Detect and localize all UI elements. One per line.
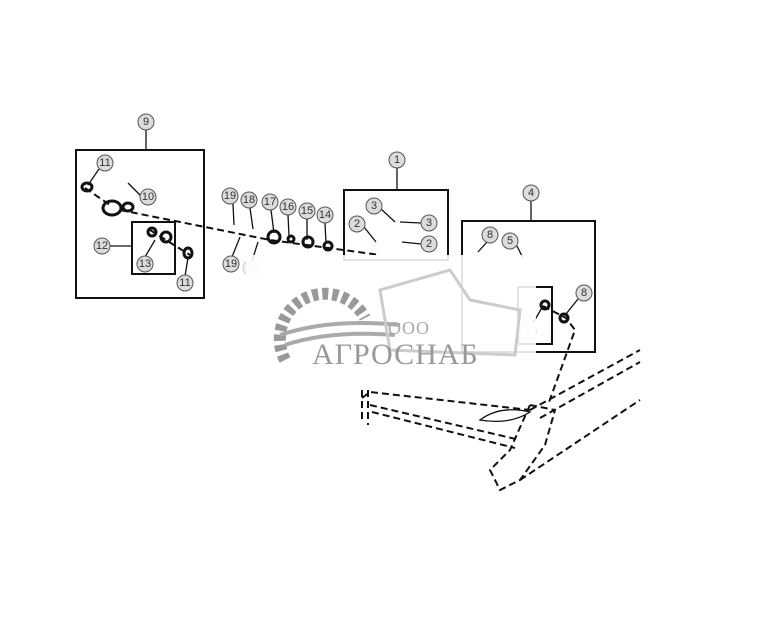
callout-circle bbox=[261, 193, 279, 211]
callout-17: 17 bbox=[261, 193, 279, 211]
combine-harvester-icon bbox=[378, 268, 522, 357]
callout-label: 17 bbox=[264, 196, 276, 208]
callout-11: 11 bbox=[96, 154, 114, 172]
callout-circle bbox=[365, 197, 383, 215]
callout-1: 1 bbox=[388, 151, 406, 169]
callout-label: 3 bbox=[426, 217, 432, 229]
callout-circle bbox=[316, 206, 334, 224]
callout-circle bbox=[222, 255, 240, 273]
callout-circle bbox=[240, 191, 258, 209]
callout-circle bbox=[176, 274, 194, 292]
callout-circle bbox=[481, 226, 499, 244]
callout-label: 16 bbox=[282, 201, 294, 213]
assembly-9-box bbox=[75, 149, 205, 299]
callout-19: 19 bbox=[222, 255, 240, 273]
callout-label: 14 bbox=[319, 209, 331, 221]
callout-circle bbox=[221, 187, 239, 205]
callout-label: 8 bbox=[581, 287, 587, 299]
callout-label: 18 bbox=[243, 194, 255, 206]
callout-circle bbox=[420, 235, 438, 253]
callout-label: 19 bbox=[225, 258, 237, 270]
callout-circle bbox=[137, 113, 155, 131]
callout-3: 3 bbox=[365, 197, 383, 215]
callout-18: 18 bbox=[240, 191, 258, 209]
callout-16: 16 bbox=[279, 198, 297, 216]
header-frame-drawing bbox=[361, 349, 641, 492]
callout-2: 2 bbox=[348, 215, 366, 233]
callout-label: 1 bbox=[394, 154, 400, 166]
callout-3: 3 bbox=[420, 214, 438, 232]
callout-19: 19 bbox=[221, 187, 239, 205]
callout-label: 12 bbox=[96, 240, 108, 252]
callout-label: 2 bbox=[426, 238, 432, 250]
callout-5: 5 bbox=[501, 232, 519, 250]
watermark-company-form: ООО bbox=[388, 318, 430, 338]
callout-label: 11 bbox=[99, 157, 110, 169]
callout-label: 11 bbox=[179, 277, 190, 289]
gear-icon bbox=[273, 287, 371, 363]
callout-circle bbox=[348, 215, 366, 233]
callout-circle bbox=[388, 151, 406, 169]
callout-circle bbox=[522, 184, 540, 202]
assembly-12-box bbox=[131, 221, 176, 275]
callout-label: 9 bbox=[143, 116, 149, 128]
watermark-panel bbox=[246, 255, 536, 385]
callout-circle bbox=[93, 237, 111, 255]
parts bbox=[80, 181, 577, 406]
callout-label: 15 bbox=[301, 205, 313, 217]
callout-label: 19 bbox=[224, 190, 236, 202]
callout-circle bbox=[96, 154, 114, 172]
callout-12: 12 bbox=[93, 237, 111, 255]
callout-circle bbox=[575, 284, 593, 302]
callout-8: 8 bbox=[481, 226, 499, 244]
callout-label: 8 bbox=[487, 229, 493, 241]
callout-4: 4 bbox=[522, 184, 540, 202]
callout-8: 8 bbox=[575, 284, 593, 302]
callout-circle bbox=[501, 232, 519, 250]
callout-label: 13 bbox=[139, 258, 151, 270]
callout-circle bbox=[298, 202, 316, 220]
callout-11: 11 bbox=[176, 274, 194, 292]
callout-circle bbox=[136, 255, 154, 273]
callout-label: 4 bbox=[528, 187, 534, 199]
callout-10: 10 bbox=[139, 188, 157, 206]
callout-circle bbox=[279, 198, 297, 216]
callout-circle bbox=[420, 214, 438, 232]
callout-label: 3 bbox=[371, 200, 377, 212]
callout-circle bbox=[139, 188, 157, 206]
callout-13: 13 bbox=[136, 255, 154, 273]
callout-label: 5 bbox=[507, 235, 513, 247]
callout-label: 10 bbox=[142, 191, 154, 203]
watermark-company-name: АГРОСНАБ bbox=[312, 338, 479, 371]
callout-label: 2 bbox=[354, 218, 360, 230]
callout-14: 14 bbox=[316, 206, 334, 224]
callout-2: 2 bbox=[420, 235, 438, 253]
callout-9: 9 bbox=[137, 113, 155, 131]
callout-15: 15 bbox=[298, 202, 316, 220]
